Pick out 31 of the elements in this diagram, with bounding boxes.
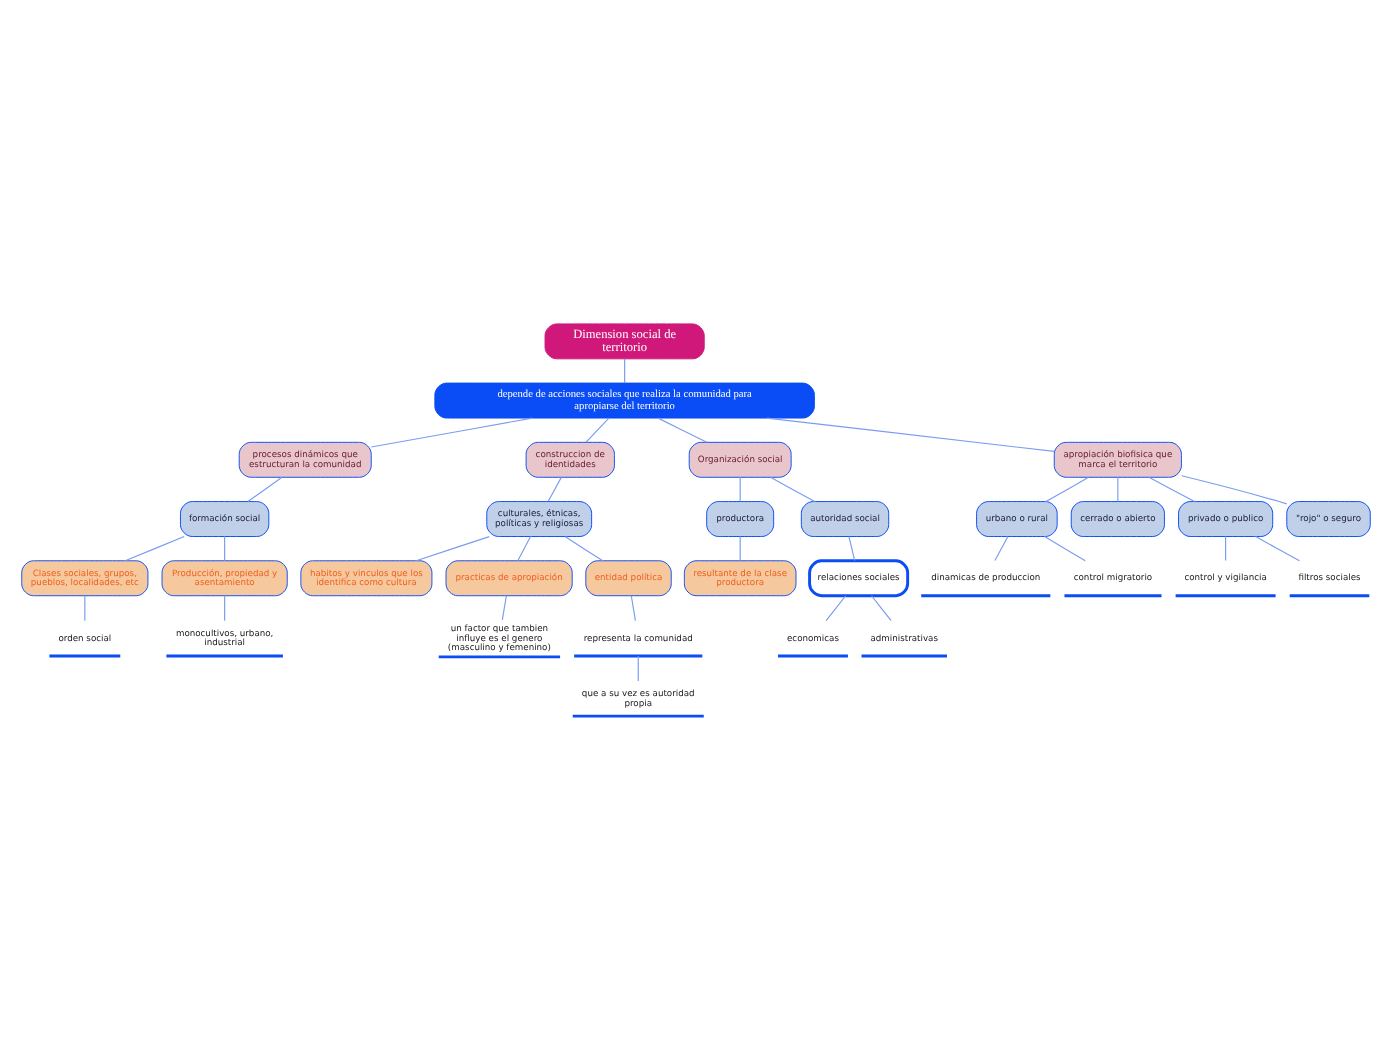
connector	[624, 358, 626, 384]
connector	[547, 476, 562, 502]
connector	[1148, 476, 1196, 503]
connector	[637, 655, 639, 682]
connector	[848, 536, 856, 562]
connector	[415, 536, 490, 562]
connector	[1181, 475, 1288, 505]
connector	[657, 417, 708, 443]
connector	[517, 536, 532, 562]
connector	[84, 595, 86, 622]
connector	[1045, 476, 1090, 503]
connector	[871, 595, 892, 622]
connector	[739, 476, 741, 502]
connector	[1117, 476, 1119, 502]
connector	[1044, 536, 1086, 562]
connector	[769, 476, 816, 503]
connector	[1255, 536, 1301, 562]
connector	[630, 595, 637, 622]
connector	[994, 536, 1009, 562]
connector	[124, 536, 185, 562]
connector	[224, 595, 226, 622]
connector	[247, 476, 283, 503]
connector	[766, 417, 1055, 453]
connector	[1225, 536, 1227, 562]
connector	[739, 536, 741, 562]
connector	[825, 595, 847, 622]
connector	[564, 536, 604, 562]
connector	[501, 595, 507, 621]
connector	[370, 417, 533, 448]
connector	[585, 417, 610, 443]
connector	[224, 536, 226, 562]
